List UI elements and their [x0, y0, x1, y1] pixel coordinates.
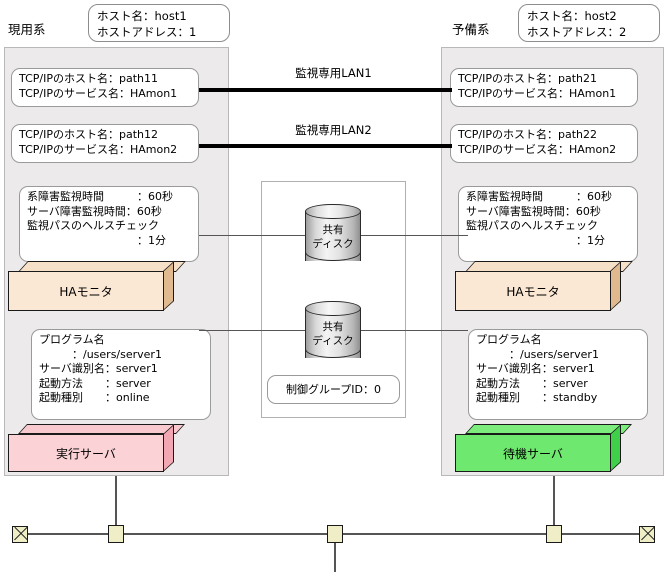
box-top-face	[18, 424, 186, 434]
right-server-label: 待機サーバ	[503, 446, 563, 461]
left-path2-box: TCP/IPのホスト名：path12 TCP/IPのサービス名：HAmon2	[11, 124, 199, 163]
left-monitor-params-box: 系障害監視時間 ：60秒 サーバ障害監視時間：60秒 監視パスのヘルスチェック …	[19, 186, 199, 262]
cylinder-bottom	[305, 245, 361, 261]
right-ha-monitor-label: HAモニタ	[506, 284, 560, 299]
box-top-face	[465, 424, 633, 434]
lan1-label: 監視専用LAN1	[295, 66, 372, 80]
right-server-box: 待機サーバ	[455, 424, 633, 472]
left-ha-monitor-box: HAモニタ	[8, 261, 186, 311]
cylinder-bottom	[305, 342, 361, 358]
left-system-label: 現用系	[8, 22, 46, 37]
right-terminator-icon	[639, 526, 655, 543]
left-path1-box: TCP/IPのホスト名：path11 TCP/IPのサービス名：HAmon1	[11, 68, 199, 107]
shared-disk-1-label: 共有 ディスク	[312, 224, 354, 250]
box-side-face	[163, 261, 174, 311]
cylinder-top	[305, 301, 361, 316]
shared-disk-2: 共有 ディスク	[305, 300, 361, 366]
cylinder-top	[305, 204, 361, 219]
box-side-face	[610, 261, 621, 311]
right-path2-box: TCP/IPのホスト名：path22 TCP/IPのサービス名：HAmon2	[450, 124, 638, 163]
right-host-box: ホスト名：host2 ホストアドレス：2	[518, 4, 660, 42]
center-drop-line	[334, 541, 336, 572]
right-path1-box: TCP/IPのホスト名：path21 TCP/IPのサービス名：HAmon1	[450, 68, 638, 107]
box-side-face	[163, 424, 174, 472]
control-group-box: 制御グループID：0	[267, 375, 400, 404]
left-server-label-face: 実行サーバ	[8, 434, 164, 472]
right-system-label: 予備系	[452, 22, 490, 37]
left-ha-monitor-label-face: HAモニタ	[8, 271, 164, 311]
lan2-line	[199, 144, 452, 148]
left-program-params-box: プログラム名 ：/users/server1 サーバ識別名：server1 起動…	[31, 329, 211, 420]
center-network-tap-icon	[327, 525, 343, 543]
left-server-box: 実行サーバ	[8, 424, 186, 472]
left-terminator-icon	[12, 526, 28, 543]
right-server-drop-line	[553, 476, 555, 533]
shared-disk-2-label: 共有 ディスク	[312, 321, 354, 347]
lan1-line	[199, 88, 452, 92]
left-network-tap-icon	[108, 525, 124, 543]
left-server-label: 実行サーバ	[56, 446, 116, 461]
right-ha-monitor-box: HAモニタ	[455, 261, 633, 311]
left-host-box: ホスト名：host1 ホストアドレス：1	[88, 4, 230, 42]
left-ha-monitor-label: HAモニタ	[59, 284, 113, 299]
left-server-drop-line	[115, 476, 117, 533]
lan2-label: 監視専用LAN2	[295, 123, 372, 137]
right-ha-monitor-label-face: HAモニタ	[455, 271, 611, 311]
right-server-label-face: 待機サーバ	[455, 434, 611, 472]
right-monitor-params-box: 系障害監視時間 ：60秒 サーバ障害監視時間：60秒 監視パスのヘルスチェック …	[458, 186, 638, 262]
box-side-face	[610, 424, 621, 472]
shared-disk-frame	[261, 181, 406, 418]
right-program-params-box: プログラム名 ：/users/server1 サーバ識別名：server1 起動…	[468, 329, 648, 420]
shared-disk-1: 共有 ディスク	[305, 203, 361, 269]
right-network-tap-icon	[546, 525, 562, 543]
